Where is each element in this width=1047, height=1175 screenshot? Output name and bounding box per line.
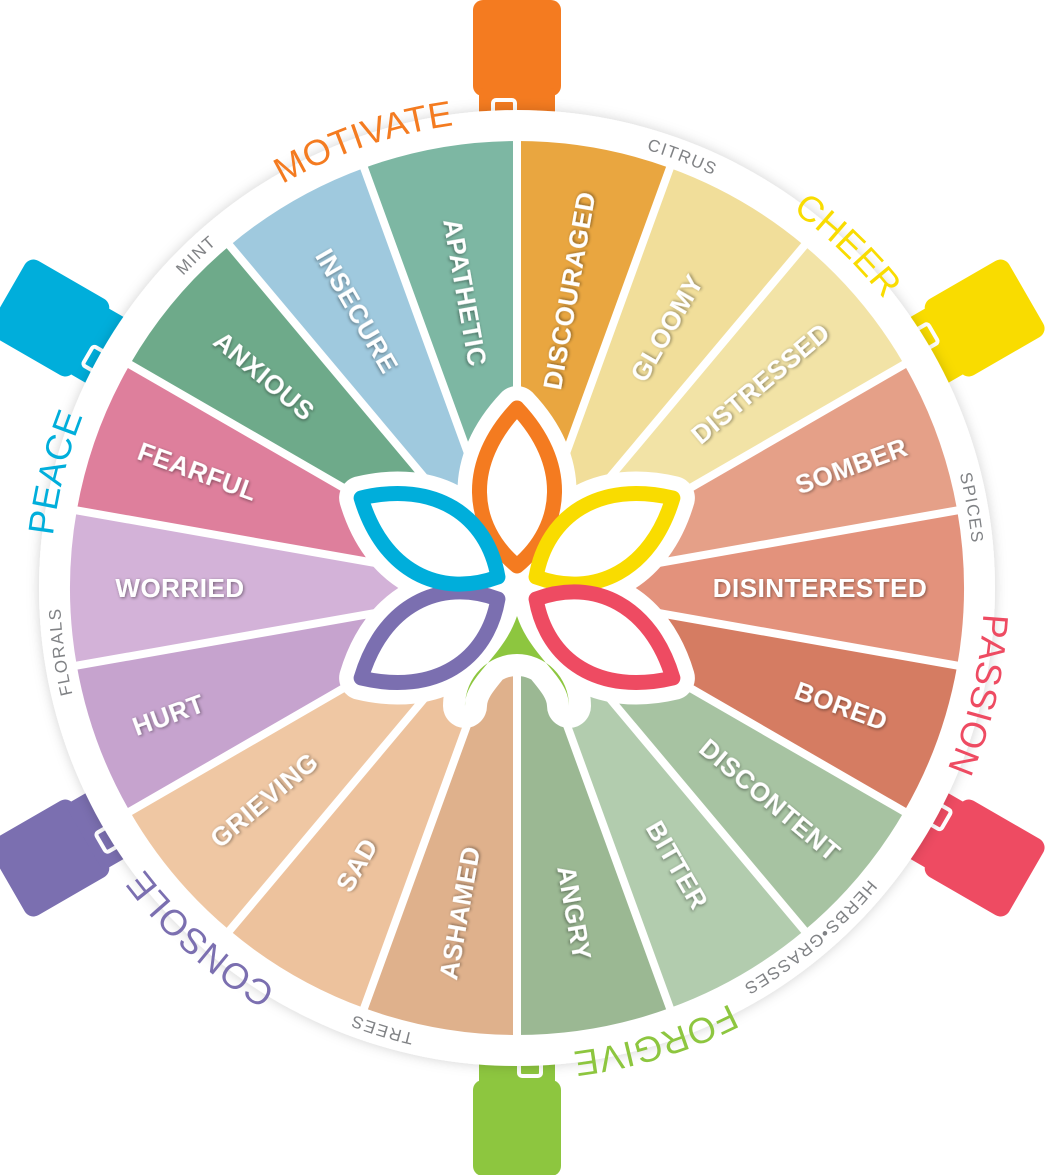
- petal-console-icon: [353, 584, 506, 690]
- segment-disinterested: [517, 510, 965, 666]
- petal-motivate-icon: [472, 400, 562, 574]
- petal-passion-icon: [528, 584, 681, 690]
- petal-peace-icon: [353, 486, 506, 592]
- emotion-label-worried: WORRIED: [115, 573, 244, 603]
- petal-cheer-icon: [528, 486, 681, 592]
- drop-icon: [465, 616, 569, 706]
- emotion-label-disinterested: DISINTERESTED: [713, 573, 928, 603]
- center-flower-logo: [339, 386, 695, 728]
- segment-worried: [70, 510, 517, 666]
